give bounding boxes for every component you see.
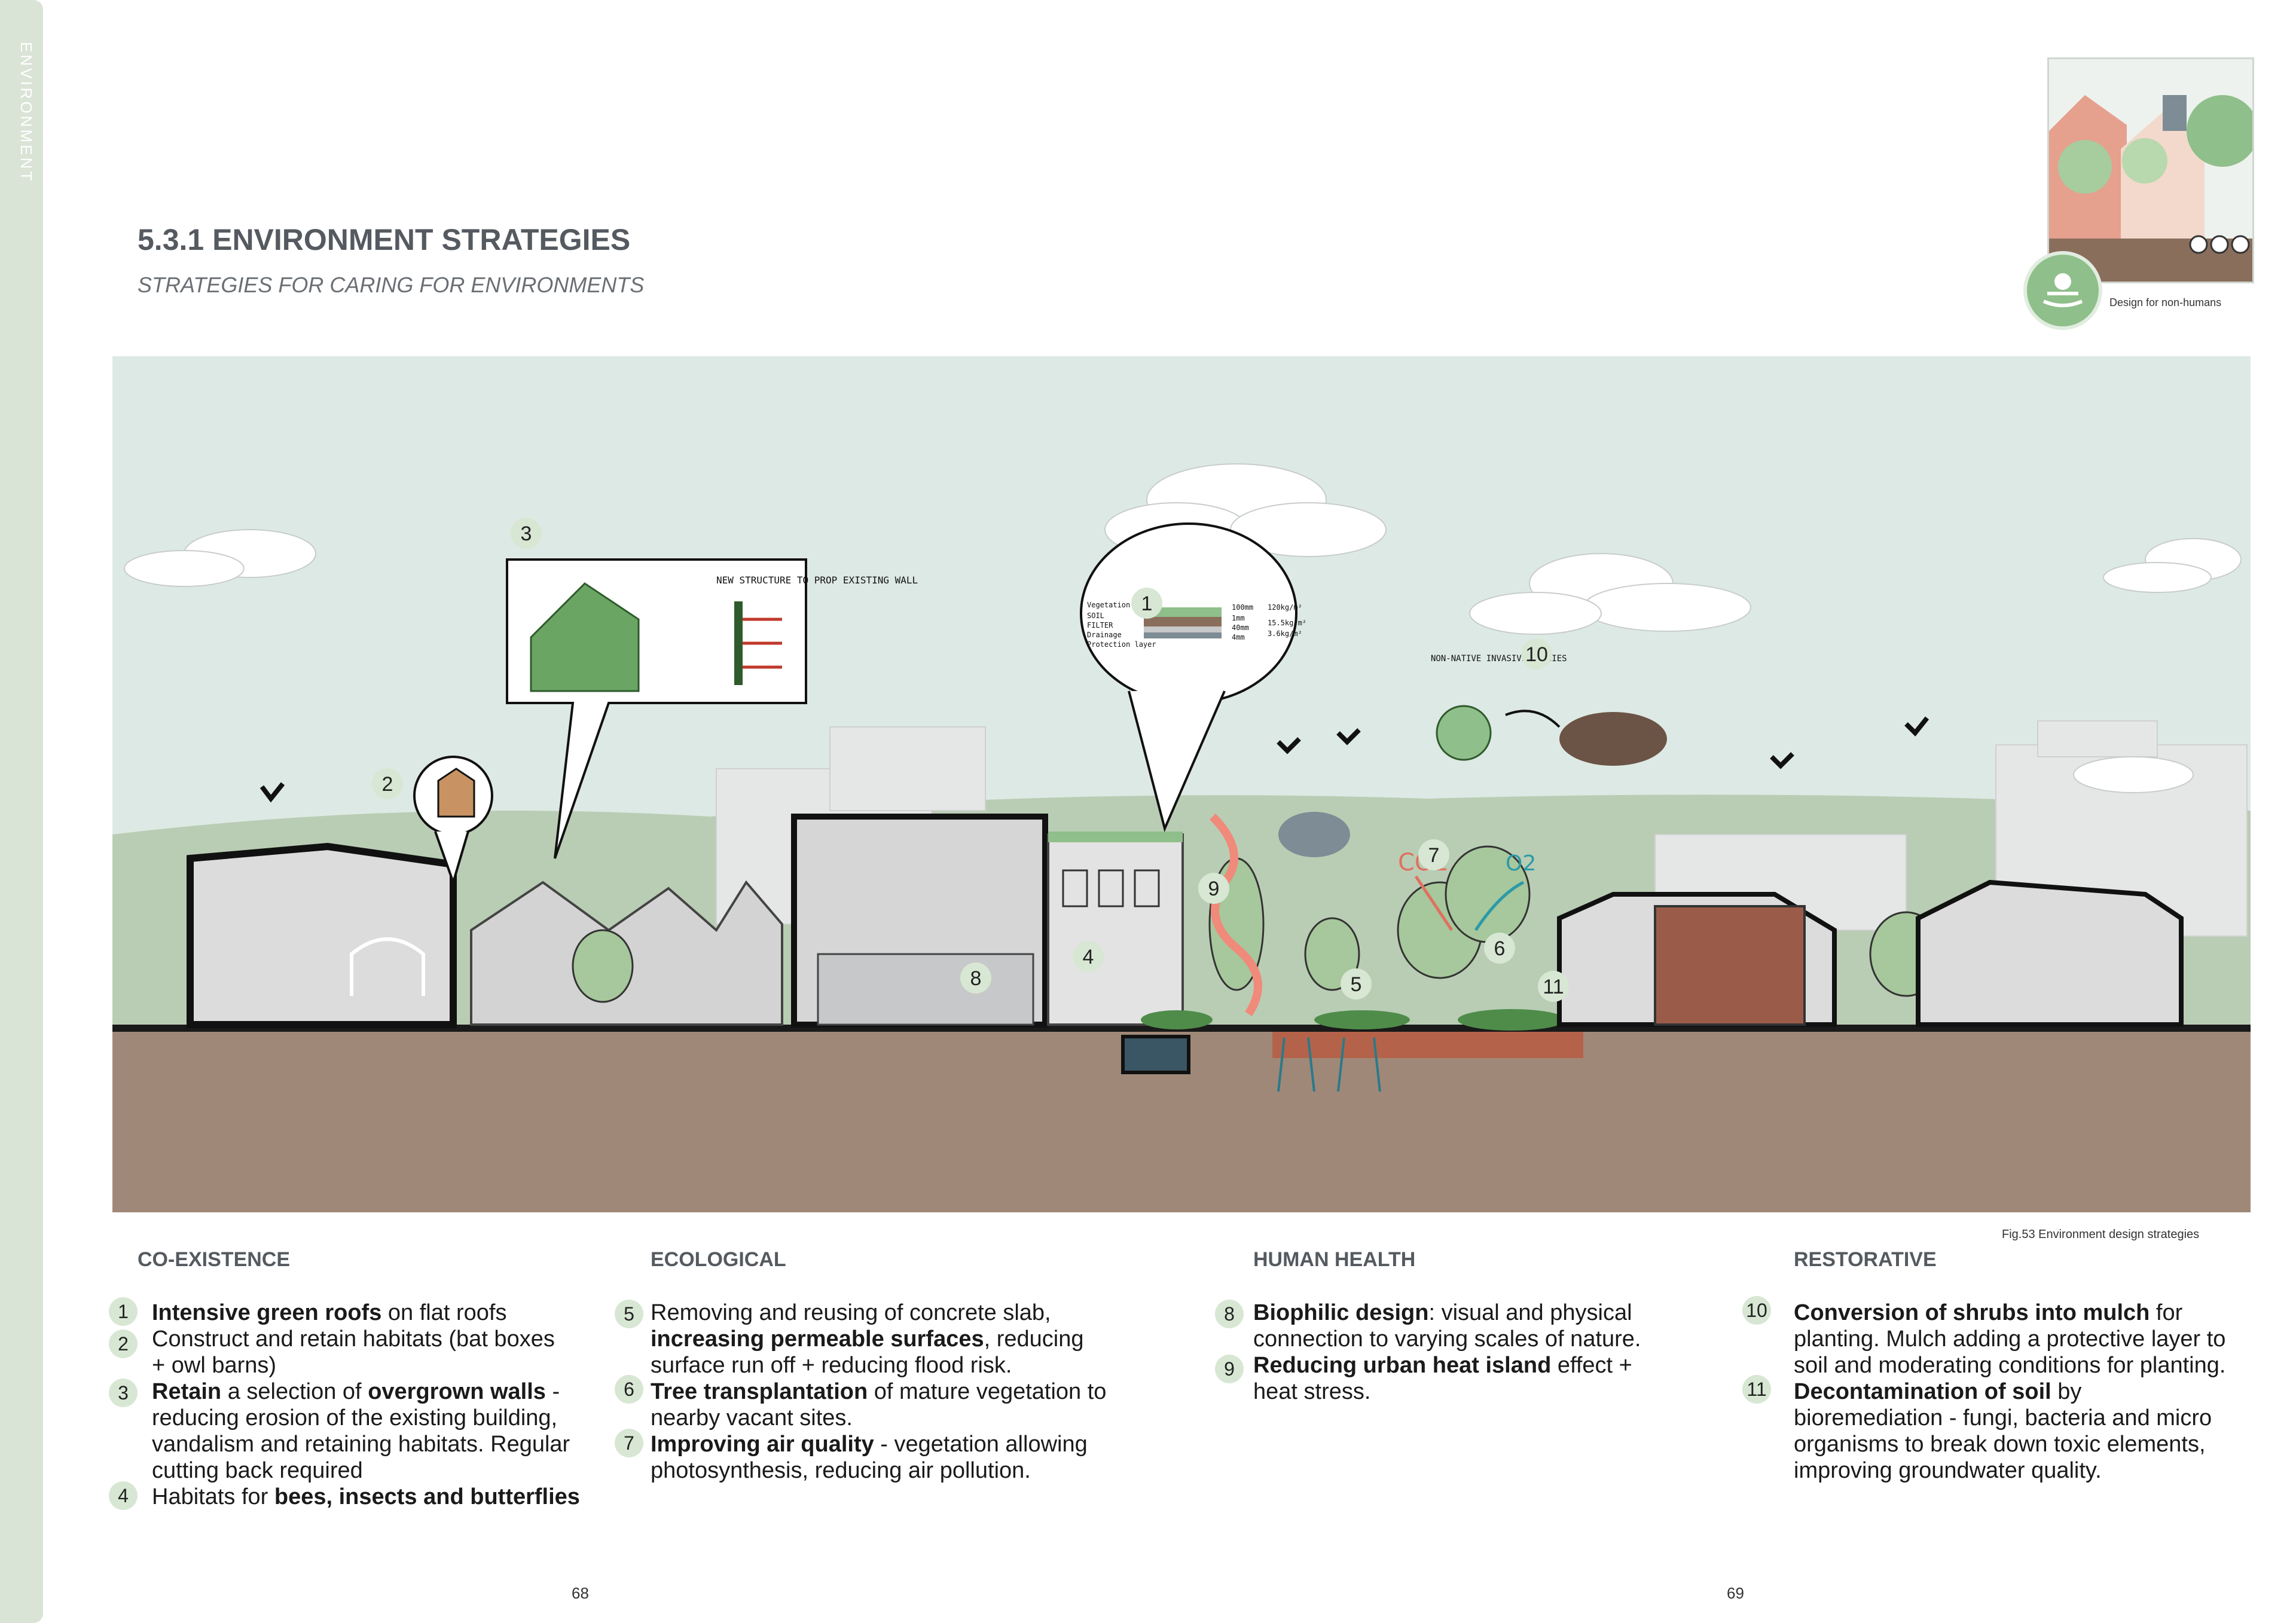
list-item: 11 Decontamination of soil by bioremedia…: [1742, 1375, 2248, 1484]
item-text: : visual and physical connection to vary…: [1253, 1300, 1641, 1352]
thickness-label: 40mm: [1232, 623, 1249, 632]
weight-label: 15.5kg/m²: [1268, 619, 1306, 627]
item-number: 7: [615, 1429, 643, 1457]
list-item: 7 Improving air quality - vegetation all…: [615, 1429, 1129, 1484]
layer-label: Protection layer: [1087, 640, 1156, 649]
thickness-label: 4mm: [1232, 633, 1245, 641]
item-number: 10: [1742, 1296, 1771, 1325]
list-item: 9 Reducing urban heat island effect + he…: [1215, 1352, 1684, 1405]
item-number: 6: [615, 1375, 643, 1404]
weight-label: 3.6kg/m²: [1268, 629, 1302, 638]
item-bold: Conversion of shrubs into mulch: [1794, 1300, 2150, 1325]
item-bold: increasing permeable surfaces: [651, 1326, 984, 1352]
item-bold: overgrown walls: [368, 1379, 546, 1404]
column-title: CO-EXISTENCE: [138, 1248, 291, 1271]
callout-5: 5: [1351, 973, 1362, 996]
item-bold: Reducing urban heat island: [1253, 1353, 1552, 1378]
callout-10: 10: [1525, 643, 1548, 666]
item-number: 2: [109, 1329, 138, 1358]
item-text: - reducing erosion of the existing build…: [152, 1379, 570, 1483]
callout-1: 1: [1141, 592, 1153, 615]
wall-note-label: NEW STRUCTURE TO PROP EXISTING WALL: [716, 574, 918, 586]
page-subtitle: STRATEGIES FOR CARING FOR ENVIRONMENTS: [138, 273, 645, 297]
list-item: 4 Habitats for bees, insects and butterf…: [109, 1481, 592, 1510]
layer-label: SOIL: [1087, 612, 1104, 620]
item-bold: Improving air quality: [651, 1432, 874, 1457]
callout-9: 9: [1208, 878, 1220, 900]
column-ecological: ECOLOGICAL 5 Removing and reusing of con…: [615, 1248, 1129, 1484]
column-title: HUMAN HEALTH: [1253, 1248, 1416, 1271]
item-text: on flat roofs: [381, 1300, 507, 1325]
callout-6: 6: [1494, 937, 1506, 960]
item-text: for planting. Mulch adding a protective …: [1794, 1300, 2226, 1378]
item-number: 5: [615, 1300, 643, 1328]
o2-label: O2: [1506, 851, 1536, 876]
callout-8: 8: [970, 967, 982, 990]
item-text: - vegetation allowing photosynthesis, re…: [651, 1432, 1088, 1483]
list-item: 6 Tree transplantation of mature vegetat…: [615, 1375, 1129, 1431]
item-text: Habitats for: [152, 1484, 274, 1509]
item-bold: Retain: [152, 1379, 222, 1404]
item-text: Construct and retain habitats (bat boxes…: [152, 1326, 555, 1378]
layer-label: FILTER: [1087, 621, 1113, 629]
list-item: 2 Construct and retain habitats (bat box…: [109, 1326, 592, 1379]
item-text: a selection of: [221, 1379, 368, 1404]
item-text: Removing and reusing of concrete slab,: [651, 1300, 1051, 1325]
item-bold: bees, insects and butterflies: [274, 1484, 580, 1509]
section-illustration: CO2 O2 NEW STRUCTURE TO PROP EXISTING WA…: [112, 356, 2251, 1212]
item-bold: Biophilic design: [1253, 1300, 1429, 1325]
list-item: 3 Retain a selection of overgrown walls …: [109, 1379, 592, 1484]
item-bold: Decontamination of soil: [1794, 1379, 2051, 1404]
item-number: 11: [1742, 1375, 1771, 1404]
section-tab-label: ENVIRONMENT: [17, 42, 35, 184]
column-human-health: HUMAN HEALTH 8 Biophilic design: visual …: [1215, 1248, 1684, 1405]
thickness-label: 1mm: [1232, 614, 1245, 622]
callout-11: 11: [1543, 976, 1564, 998]
item-number: 1: [109, 1297, 138, 1326]
thumbnail-caption: Design for non-humans: [2109, 297, 2222, 308]
column-title: RESTORATIVE: [1794, 1248, 1937, 1271]
column-co-existence: CO-EXISTENCE 1 Intensive green roofs on …: [109, 1248, 592, 1510]
item-text: , reducing surface run off + reducing fl…: [651, 1326, 1084, 1378]
callout-3: 3: [521, 522, 532, 545]
column-restorative: RESTORATIVE 10 Conversion of shrubs into…: [1742, 1248, 2248, 1484]
thickness-label: 100mm: [1232, 603, 1253, 612]
list-item: 1 Intensive green roofs on flat roofs: [109, 1297, 592, 1326]
column-title: ECOLOGICAL: [651, 1248, 786, 1271]
callout-7: 7: [1428, 844, 1440, 867]
list-item: 10 Conversion of shrubs into mulch for p…: [1742, 1296, 2248, 1379]
page-number-left: 68: [572, 1584, 589, 1602]
item-bold: Tree transplantation: [651, 1379, 868, 1404]
list-item: 8 Biophilic design: visual and physical …: [1215, 1300, 1684, 1352]
item-text: effect + heat stress.: [1253, 1353, 1632, 1404]
layer-label: Vegetation: [1087, 601, 1130, 609]
item-text: of mature vegetation to nearby vacant si…: [651, 1379, 1107, 1431]
item-bold: Intensive green roofs: [152, 1300, 382, 1325]
thumbnail-illustration: [2047, 57, 2254, 283]
page-number-right: 69: [1727, 1584, 1744, 1602]
figure-caption: Fig.53 Environment design strategies: [2002, 1228, 2200, 1241]
page-title: 5.3.1 ENVIRONMENT STRATEGIES: [138, 223, 631, 256]
section-side-tab: ENVIRONMENT: [0, 0, 43, 1623]
callout-4: 4: [1083, 946, 1094, 968]
layer-label: Drainage: [1087, 631, 1122, 639]
weight-label: 120kg/m²: [1268, 603, 1302, 612]
item-number: 9: [1215, 1355, 1244, 1383]
item-number: 4: [109, 1481, 138, 1510]
item-number: 8: [1215, 1300, 1244, 1328]
item-number: 3: [109, 1379, 138, 1407]
list-item: 5 Removing and reusing of concrete slab,…: [615, 1300, 1129, 1379]
non-humans-badge-icon: [2023, 251, 2102, 330]
item-text: by bioremediation - fungi, bacteria and …: [1794, 1379, 2212, 1483]
callout-2: 2: [382, 773, 393, 796]
